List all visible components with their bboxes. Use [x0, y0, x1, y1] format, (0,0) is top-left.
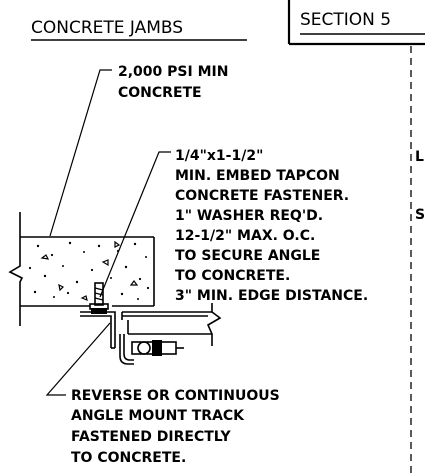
clipped-text-lower: S: [415, 207, 425, 223]
fastener-note-line-4: 1" WASHER REQ'D.: [175, 208, 323, 224]
door-frame-member: [121, 303, 222, 346]
concrete-slab: [8, 212, 155, 326]
title-section-5: SECTION 5: [300, 10, 391, 30]
fastener-note-line-1: 1/4"x1-1/2": [175, 148, 263, 164]
fastener-note: 1/4"x1-1/2" MIN. EMBED TAPCON CONCRETE F…: [175, 148, 368, 304]
track-note: REVERSE OR CONTINUOUS ANGLE MOUNT TRACK …: [71, 388, 280, 466]
fastener-note-line-2: MIN. EMBED TAPCON: [175, 168, 340, 184]
fastener-note-leader: [99, 151, 171, 298]
title-concrete-jambs: CONCRETE JAMBS: [31, 18, 183, 38]
track-note-line-2: ANGLE MOUNT TRACK: [71, 408, 245, 424]
fastener-note-line-7: TO CONCRETE.: [175, 268, 290, 284]
slab-break-line: [8, 212, 24, 326]
mounting-angle: [80, 311, 116, 349]
fastener-note-line-5: 12-1/2" MAX. O.C.: [175, 228, 315, 244]
clipped-text-upper: L: [415, 149, 424, 165]
concrete-aggregate-hatch: [28, 240, 150, 301]
tapcon-fastener: [89, 282, 109, 314]
track-note-line-1: REVERSE OR CONTINUOUS: [71, 388, 280, 404]
track-note-line-3: FASTENED DIRECTLY: [71, 429, 232, 445]
track-note-line-4: TO CONCRETE.: [71, 450, 186, 466]
track-note-leader: [45, 322, 111, 396]
concrete-note-line-2: CONCRETE: [118, 85, 202, 101]
fastener-note-line-8: 3" MIN. EDGE DISTANCE.: [175, 288, 368, 304]
concrete-note: 2,000 PSI MIN CONCRETE: [118, 64, 228, 101]
fastener-note-line-6: TO SECURE ANGLE: [175, 248, 320, 264]
concrete-note-line-1: 2,000 PSI MIN: [118, 64, 228, 80]
roller-track: [119, 334, 184, 365]
fastener-note-line-3: CONCRETE FASTENER.: [175, 188, 349, 204]
concrete-note-leader: [49, 69, 112, 237]
